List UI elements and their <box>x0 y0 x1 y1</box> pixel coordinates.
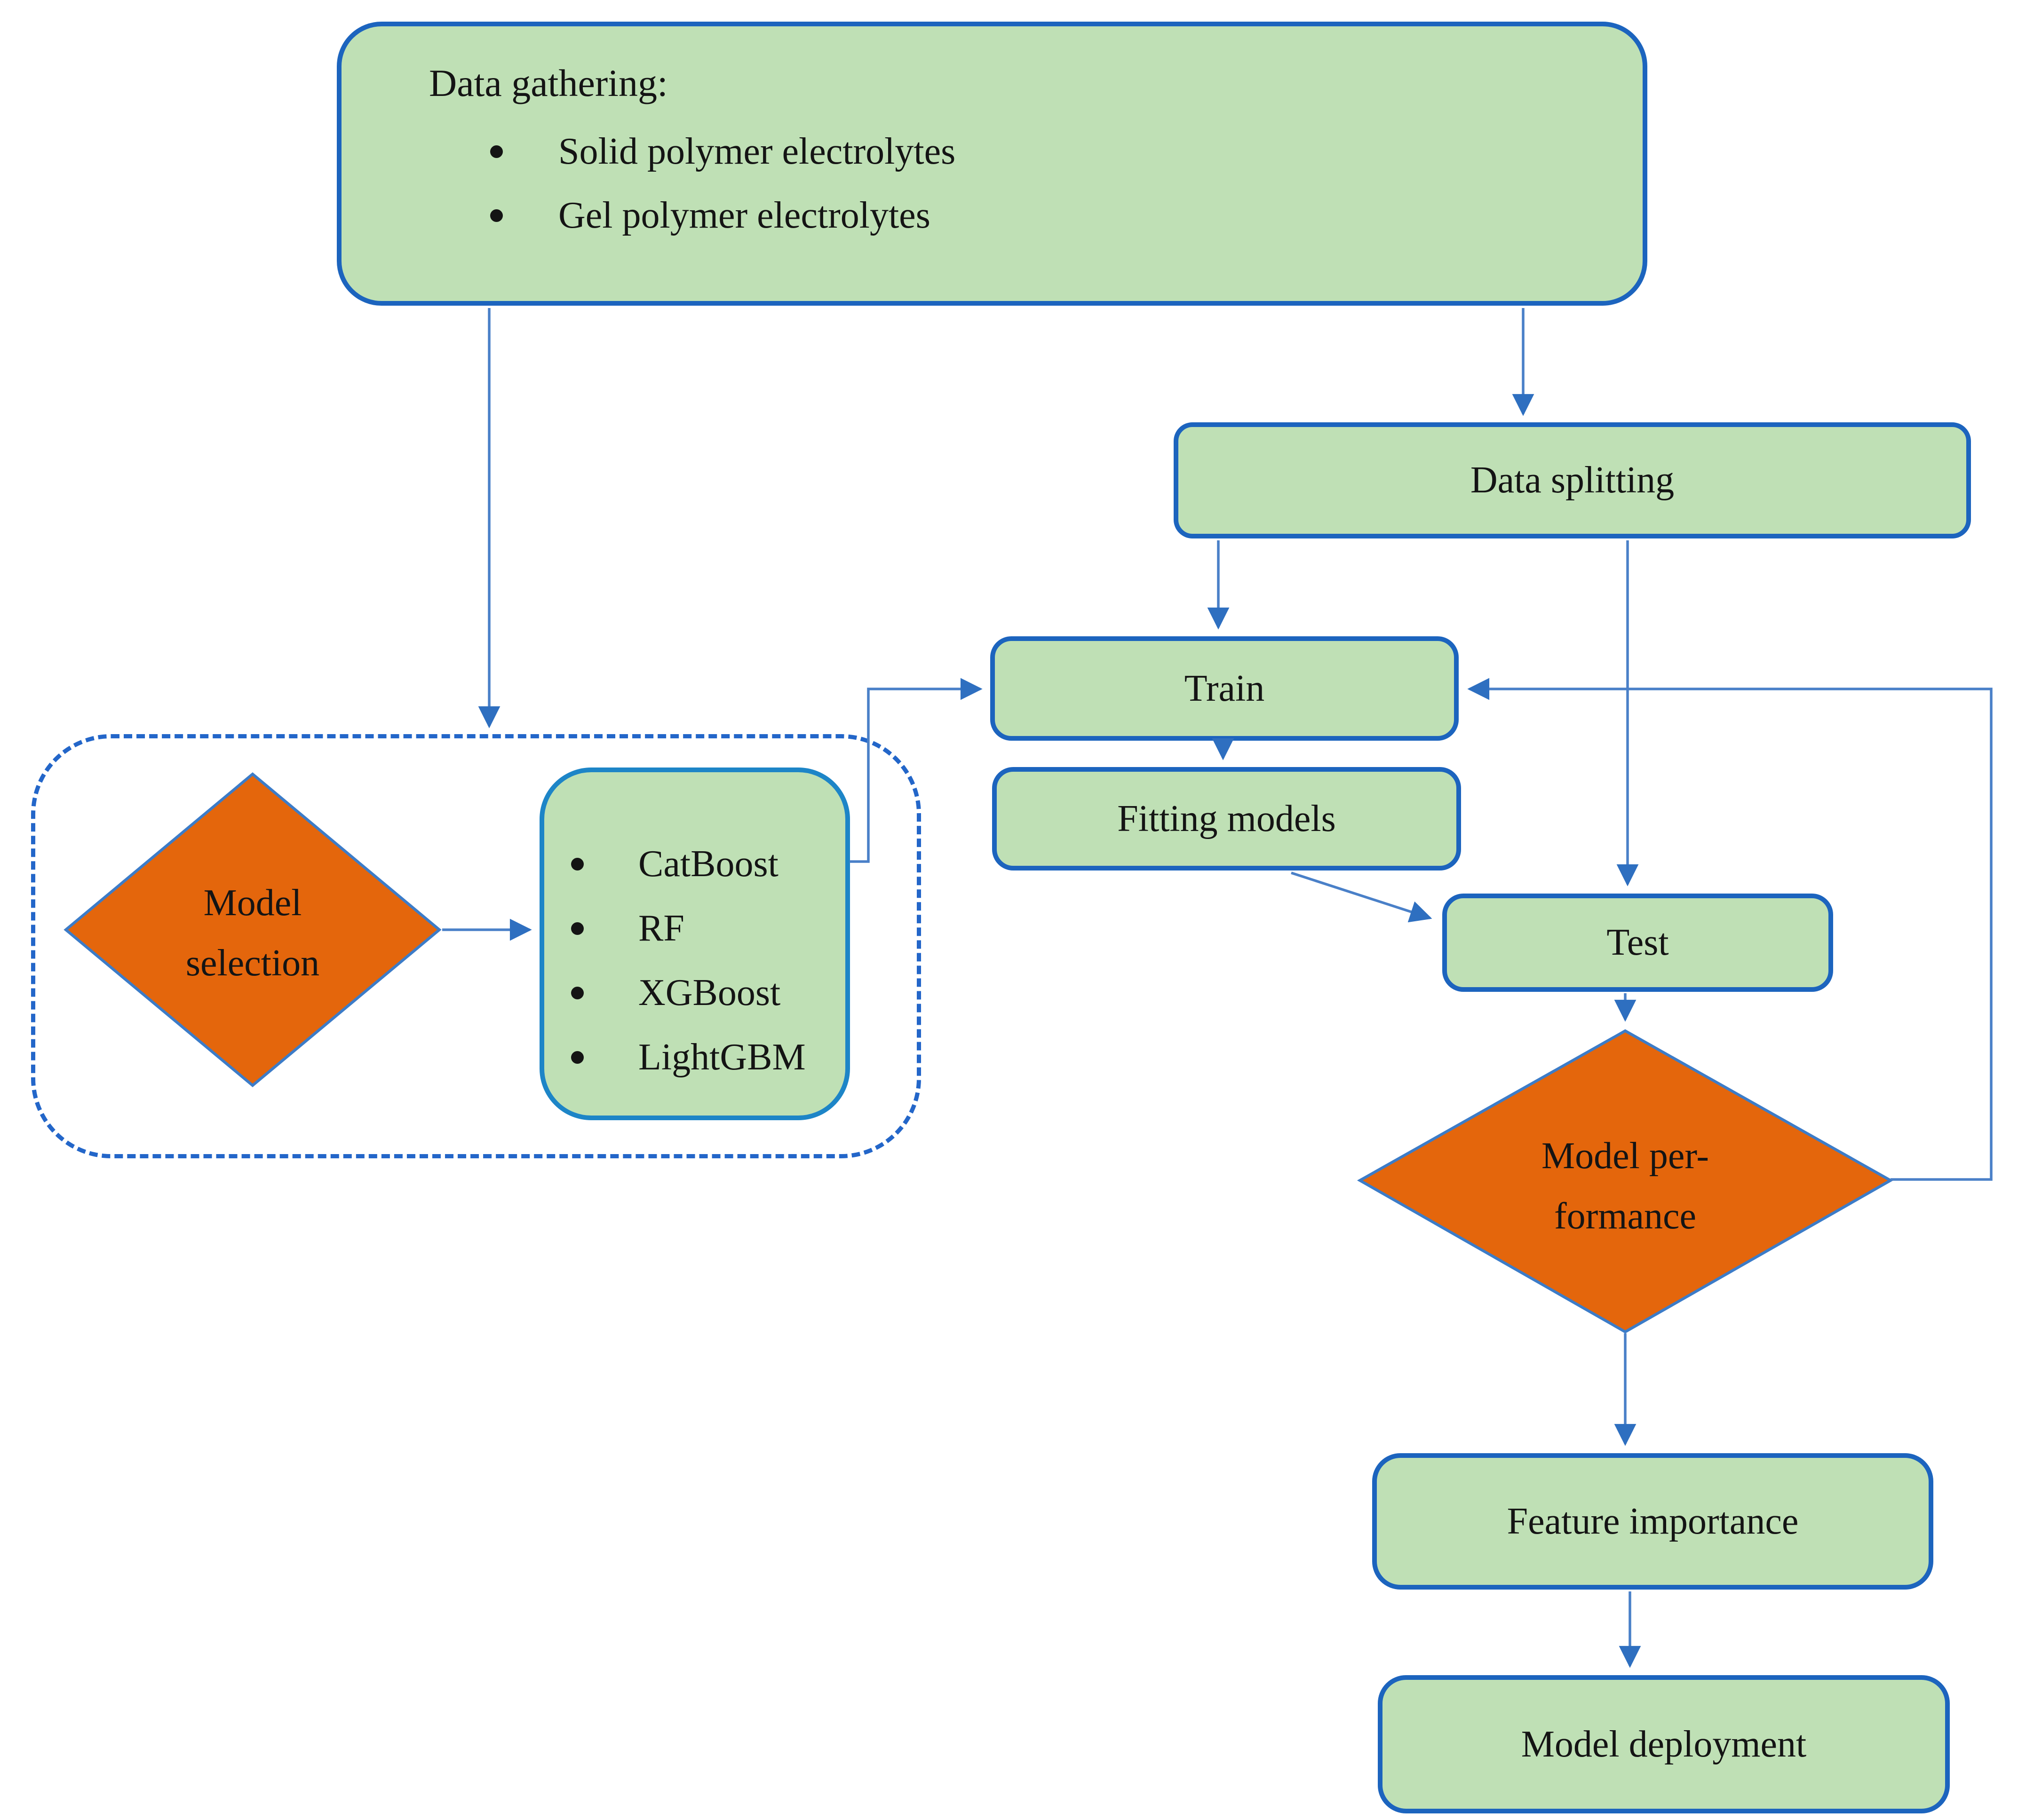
bullet-text: Solid polymer electrolytes <box>558 131 956 172</box>
list-item: RF <box>544 902 841 954</box>
node-label: Feature importance <box>1507 1500 1799 1542</box>
model-performance-label: Model per- formance <box>1414 1126 1837 1246</box>
bullet-text: RF <box>638 908 684 949</box>
bullet-text: LightGBM <box>638 1037 806 1078</box>
data-gathering-bullet-list: Solid polymer electrolytes Gel polymer e… <box>342 126 1633 254</box>
node-test: Test <box>1442 894 1833 992</box>
bullet-icon <box>571 922 584 935</box>
node-train: Train <box>990 636 1459 741</box>
model-performance-label-line2: formance <box>1554 1195 1697 1237</box>
data-gathering-title: Data gathering: <box>429 62 668 104</box>
node-model-list: CatBoost RF XGBoost LightGBM <box>540 768 850 1120</box>
list-item: LightGBM <box>544 1031 841 1083</box>
model-list-bullets: CatBoost RF XGBoost LightGBM <box>544 838 841 1096</box>
list-item: CatBoost <box>544 838 841 890</box>
bullet-icon <box>490 209 503 222</box>
node-label: Data splitting <box>1470 459 1675 501</box>
node-fitting-models: Fitting models <box>992 767 1461 870</box>
node-model-deployment: Model deployment <box>1378 1675 1950 1813</box>
bullet-text: XGBoost <box>638 972 781 1013</box>
bullet-icon <box>571 857 584 870</box>
list-item: XGBoost <box>544 967 841 1019</box>
node-label: Fitting models <box>1117 798 1336 839</box>
bullet-text: CatBoost <box>638 843 779 885</box>
model-selection-label: Model selection <box>88 873 417 993</box>
list-item: Solid polymer electrolytes <box>342 126 1633 177</box>
list-item: Gel polymer electrolytes <box>342 190 1633 241</box>
node-data-gathering: Data gathering: Solid polymer electrolyt… <box>337 22 1647 306</box>
node-data-splitting: Data splitting <box>1174 422 1971 538</box>
model-performance-label-line1: Model per- <box>1541 1135 1709 1177</box>
bullet-icon <box>490 145 503 158</box>
arrow-fitting-to-test <box>1291 871 1432 923</box>
node-label: Model deployment <box>1521 1723 1807 1765</box>
model-selection-group-outline <box>31 734 921 1158</box>
node-label: Test <box>1606 922 1669 963</box>
node-feature-importance: Feature importance <box>1372 1453 1933 1590</box>
bullet-icon <box>571 1051 584 1064</box>
node-label: Train <box>1184 667 1265 709</box>
model-selection-label-line1: Model <box>203 882 302 924</box>
bullet-icon <box>571 986 584 999</box>
bullet-text: Gel polymer electrolytes <box>558 195 930 236</box>
model-selection-label-line2: selection <box>185 942 320 984</box>
